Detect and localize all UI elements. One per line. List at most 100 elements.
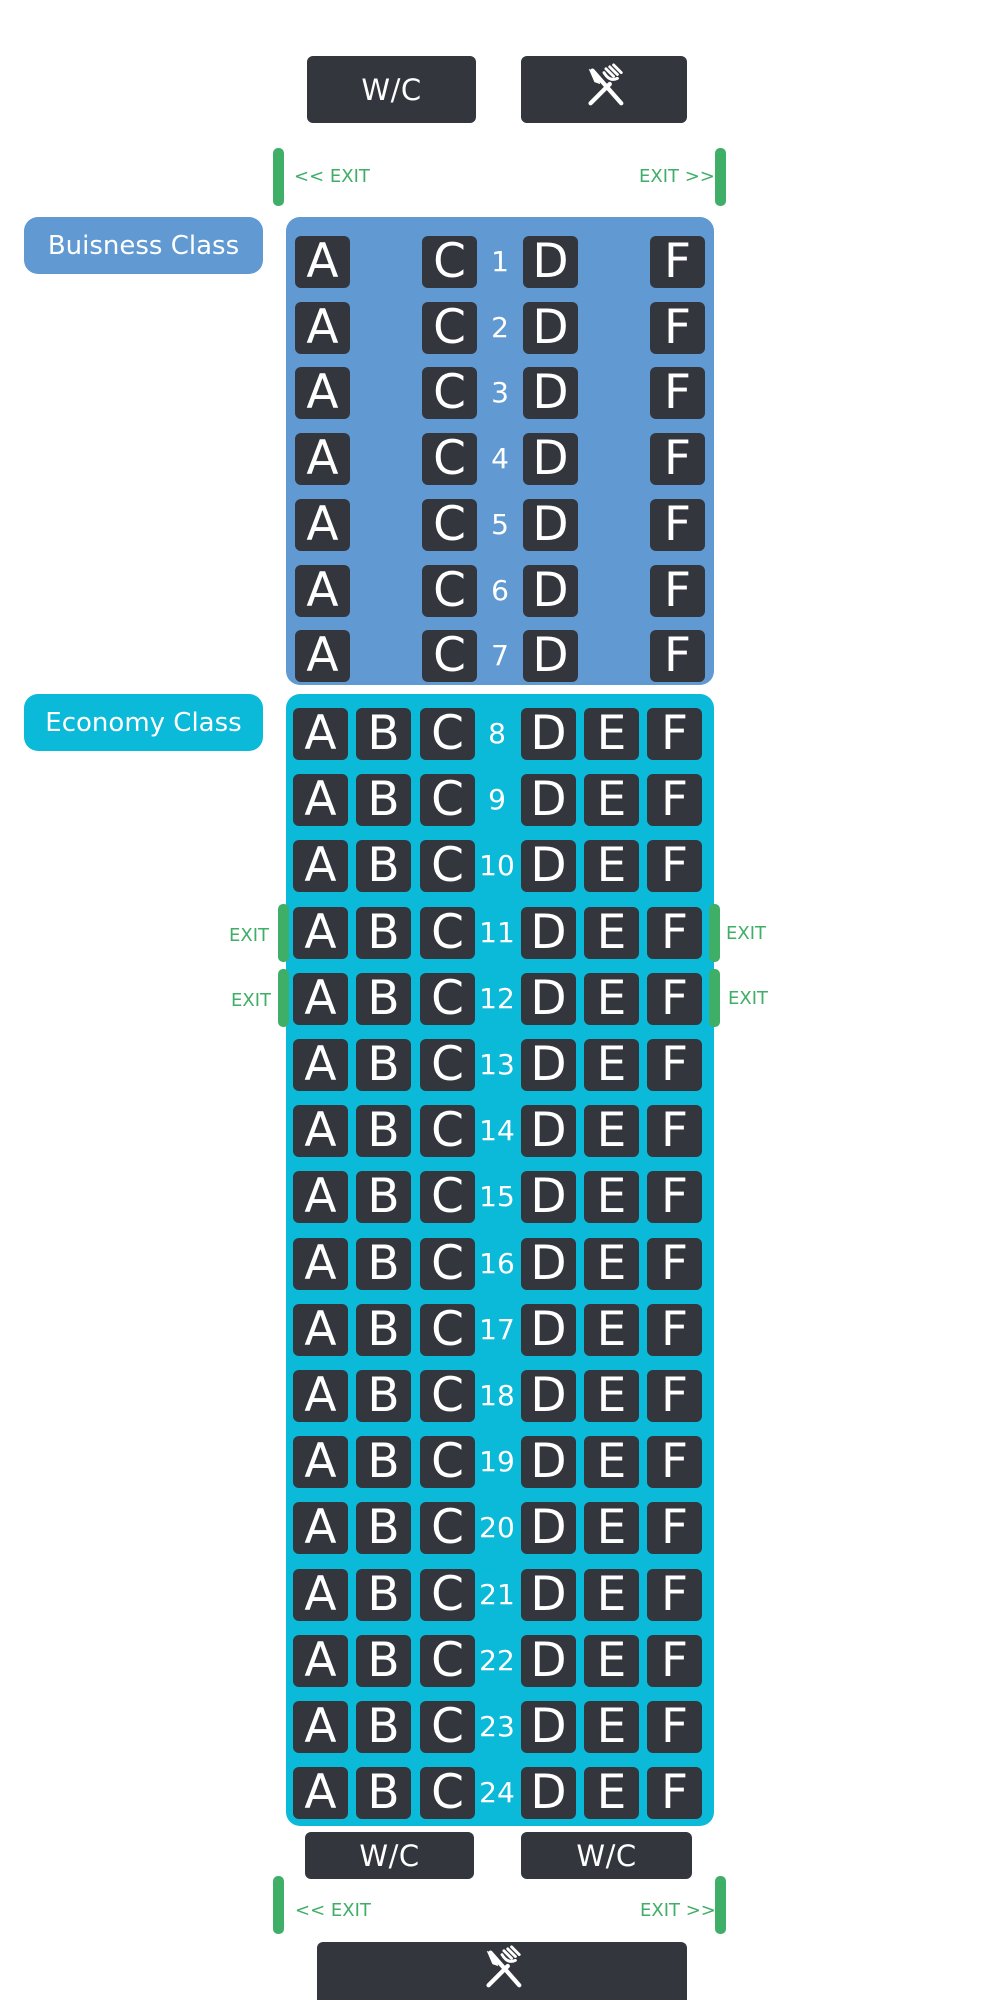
seat-11E[interactable]: E xyxy=(584,906,639,959)
seat-10C[interactable]: C xyxy=(420,840,475,893)
seat-17D[interactable]: D xyxy=(521,1303,576,1356)
seat-14B[interactable]: B xyxy=(356,1105,411,1158)
seat-15D[interactable]: D xyxy=(521,1171,576,1224)
seat-15F[interactable]: F xyxy=(647,1171,702,1224)
seat-21A[interactable]: A xyxy=(293,1568,348,1621)
seat-3A[interactable]: A xyxy=(295,367,350,420)
seat-18F[interactable]: F xyxy=(647,1370,702,1422)
seat-24E[interactable]: E xyxy=(584,1767,639,1820)
seat-20B[interactable]: B xyxy=(356,1502,411,1555)
seat-16F[interactable]: F xyxy=(647,1237,702,1290)
seat-12B[interactable]: B xyxy=(356,972,411,1025)
seat-1C[interactable]: C xyxy=(422,236,477,288)
seat-14A[interactable]: A xyxy=(293,1105,348,1158)
seat-14C[interactable]: C xyxy=(420,1105,475,1158)
seat-24F[interactable]: F xyxy=(647,1767,702,1820)
seat-6D[interactable]: D xyxy=(523,564,578,617)
seat-4C[interactable]: C xyxy=(422,433,477,486)
seat-1D[interactable]: D xyxy=(523,236,578,288)
seat-15B[interactable]: B xyxy=(356,1171,411,1224)
seat-17B[interactable]: B xyxy=(356,1303,411,1356)
seat-19A[interactable]: A xyxy=(293,1436,348,1489)
rear-right-wc-button[interactable]: W/C xyxy=(521,1832,692,1879)
seat-9C[interactable]: C xyxy=(420,774,475,827)
seat-17F[interactable]: F xyxy=(647,1303,702,1356)
seat-2A[interactable]: A xyxy=(295,301,350,354)
seat-21D[interactable]: D xyxy=(521,1568,576,1621)
seat-19C[interactable]: C xyxy=(420,1436,475,1489)
seat-18D[interactable]: D xyxy=(521,1370,576,1422)
seat-22A[interactable]: A xyxy=(293,1634,348,1687)
seat-11A[interactable]: A xyxy=(293,906,348,959)
seat-19B[interactable]: B xyxy=(356,1436,411,1489)
seat-2F[interactable]: F xyxy=(650,301,705,354)
seat-7D[interactable]: D xyxy=(523,630,578,683)
seat-14F[interactable]: F xyxy=(647,1105,702,1158)
seat-15E[interactable]: E xyxy=(584,1171,639,1224)
seat-15A[interactable]: A xyxy=(293,1171,348,1224)
seat-21C[interactable]: C xyxy=(420,1568,475,1621)
seat-20C[interactable]: C xyxy=(420,1502,475,1555)
seat-18B[interactable]: B xyxy=(356,1370,411,1422)
seat-6C[interactable]: C xyxy=(422,564,477,617)
seat-13A[interactable]: A xyxy=(293,1039,348,1091)
seat-8C[interactable]: C xyxy=(420,708,475,760)
seat-19F[interactable]: F xyxy=(647,1436,702,1489)
seat-12E[interactable]: E xyxy=(584,972,639,1025)
seat-22C[interactable]: C xyxy=(420,1634,475,1687)
seat-20D[interactable]: D xyxy=(521,1502,576,1555)
seat-11C[interactable]: C xyxy=(420,906,475,959)
seat-23F[interactable]: F xyxy=(647,1701,702,1753)
seat-11B[interactable]: B xyxy=(356,906,411,959)
seat-23B[interactable]: B xyxy=(356,1701,411,1753)
seat-9F[interactable]: F xyxy=(647,774,702,827)
seat-12F[interactable]: F xyxy=(647,972,702,1025)
seat-20E[interactable]: E xyxy=(584,1502,639,1555)
seat-2D[interactable]: D xyxy=(523,301,578,354)
seat-13F[interactable]: F xyxy=(647,1039,702,1091)
seat-16C[interactable]: C xyxy=(420,1237,475,1290)
seat-18A[interactable]: A xyxy=(293,1370,348,1422)
seat-7A[interactable]: A xyxy=(295,630,350,683)
seat-10F[interactable]: F xyxy=(647,840,702,893)
seat-9A[interactable]: A xyxy=(293,774,348,827)
seat-16B[interactable]: B xyxy=(356,1237,411,1290)
seat-19E[interactable]: E xyxy=(584,1436,639,1489)
seat-20F[interactable]: F xyxy=(647,1502,702,1555)
seat-16E[interactable]: E xyxy=(584,1237,639,1290)
seat-17E[interactable]: E xyxy=(584,1303,639,1356)
seat-6F[interactable]: F xyxy=(650,564,705,617)
seat-10A[interactable]: A xyxy=(293,840,348,893)
seat-8A[interactable]: A xyxy=(293,708,348,760)
seat-17A[interactable]: A xyxy=(293,1303,348,1356)
seat-20A[interactable]: A xyxy=(293,1502,348,1555)
seat-24C[interactable]: C xyxy=(420,1767,475,1820)
seat-23D[interactable]: D xyxy=(521,1701,576,1753)
seat-16A[interactable]: A xyxy=(293,1237,348,1290)
top-wc-button[interactable]: W/C xyxy=(307,56,476,123)
seat-24D[interactable]: D xyxy=(521,1767,576,1820)
seat-13D[interactable]: D xyxy=(521,1039,576,1091)
seat-11D[interactable]: D xyxy=(521,906,576,959)
seat-7C[interactable]: C xyxy=(422,630,477,683)
seat-10D[interactable]: D xyxy=(521,840,576,893)
seat-22E[interactable]: E xyxy=(584,1634,639,1687)
top-galley-button[interactable] xyxy=(521,56,687,123)
seat-13C[interactable]: C xyxy=(420,1039,475,1091)
seat-13E[interactable]: E xyxy=(584,1039,639,1091)
seat-18E[interactable]: E xyxy=(584,1370,639,1422)
seat-10E[interactable]: E xyxy=(584,840,639,893)
seat-22D[interactable]: D xyxy=(521,1634,576,1687)
seat-8E[interactable]: E xyxy=(584,708,639,760)
seat-11F[interactable]: F xyxy=(647,906,702,959)
seat-12C[interactable]: C xyxy=(420,972,475,1025)
seat-21E[interactable]: E xyxy=(584,1568,639,1621)
seat-23C[interactable]: C xyxy=(420,1701,475,1753)
seat-1F[interactable]: F xyxy=(650,236,705,288)
seat-5F[interactable]: F xyxy=(650,498,705,551)
seat-10B[interactable]: B xyxy=(356,840,411,893)
seat-16D[interactable]: D xyxy=(521,1237,576,1290)
seat-13B[interactable]: B xyxy=(356,1039,411,1091)
seat-4F[interactable]: F xyxy=(650,433,705,486)
seat-8F[interactable]: F xyxy=(647,708,702,760)
